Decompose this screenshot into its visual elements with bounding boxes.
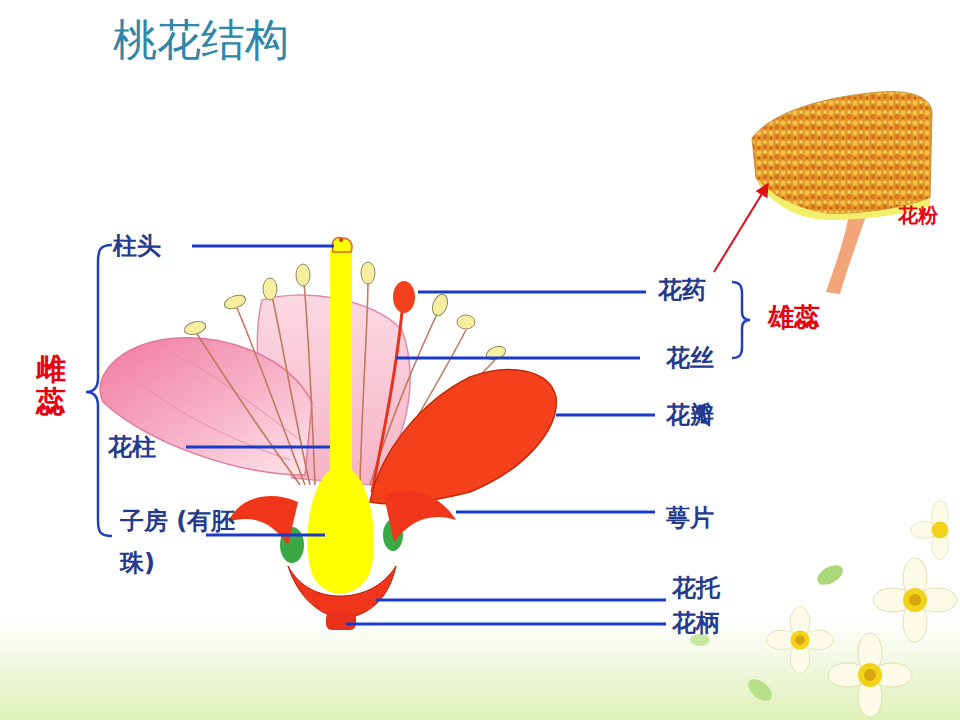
part-label: 花柱 bbox=[108, 433, 156, 462]
slide-title: 桃花结构 bbox=[113, 14, 289, 67]
daffodil-decoration bbox=[690, 501, 957, 717]
group-label: 雄蕊 bbox=[768, 302, 820, 333]
pistil-brace bbox=[86, 245, 112, 536]
part-label: 萼片 bbox=[666, 504, 714, 533]
part-label: 花丝 bbox=[666, 344, 714, 373]
pedicel bbox=[326, 612, 356, 630]
leader-lines bbox=[186, 246, 666, 624]
part-label: 柱头 bbox=[113, 232, 161, 261]
left-petal bbox=[100, 338, 312, 475]
flower-drawing bbox=[100, 238, 556, 630]
part-label: 花柄 bbox=[672, 609, 720, 638]
part-label: 花药 bbox=[658, 276, 706, 305]
stamen-brace bbox=[732, 282, 750, 358]
receptacle bbox=[288, 566, 396, 618]
part-label: 子房 (有胚珠) bbox=[120, 500, 242, 584]
sepal bbox=[228, 496, 298, 545]
part-label: 花粉 bbox=[898, 203, 938, 227]
pointer-arrow bbox=[714, 184, 768, 272]
part-label: 花托 bbox=[672, 574, 720, 603]
group-label: 雌蕊 bbox=[36, 352, 66, 418]
right-petal bbox=[370, 370, 556, 504]
sepal bbox=[384, 491, 456, 542]
ground-band bbox=[0, 620, 960, 720]
part-label: 花瓣 bbox=[666, 401, 714, 430]
red-anther bbox=[393, 281, 415, 313]
pistil bbox=[307, 238, 374, 594]
anther-enlarged bbox=[752, 92, 932, 294]
